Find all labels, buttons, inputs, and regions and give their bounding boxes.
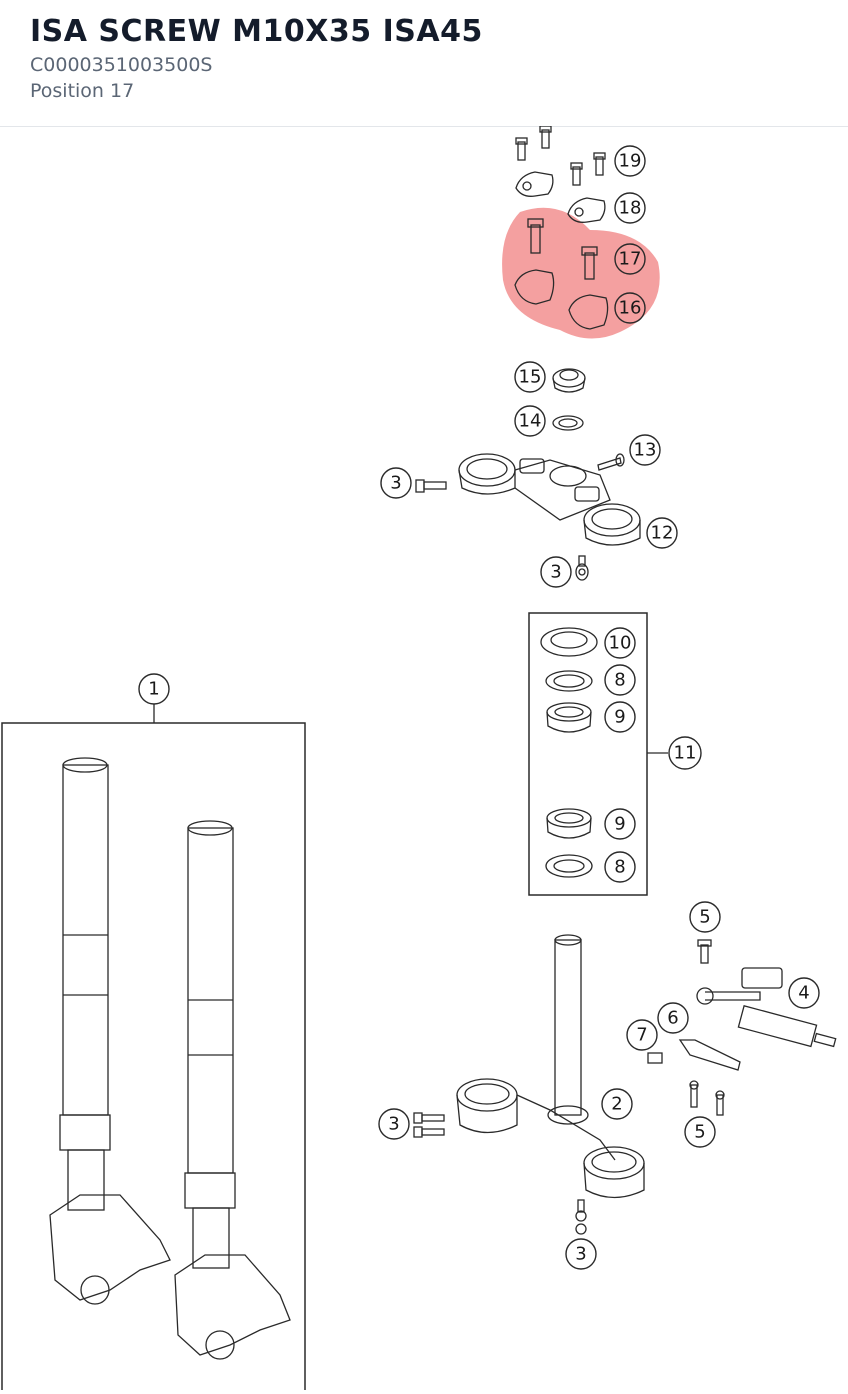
screw-group-19 (515, 125, 606, 186)
callout-label: 2 (611, 1094, 622, 1115)
part-header: ISA SCREW M10X35 ISA45 C0000351003500S P… (0, 0, 848, 127)
callout-label: 9 (614, 707, 625, 728)
callout-3c (378, 1108, 410, 1140)
callout-label: 19 (619, 151, 642, 172)
callout-5a (689, 901, 721, 933)
callout-label: 9 (614, 814, 625, 835)
clamp-base-group-16 (514, 269, 609, 330)
callout-label: 6 (667, 1008, 678, 1029)
fork-leg-right (174, 820, 291, 1360)
callout-16 (614, 292, 646, 324)
highlight-region (502, 207, 660, 339)
screw-group-17 (527, 218, 598, 280)
callout-9b (604, 808, 636, 840)
callout-label: 3 (390, 473, 401, 494)
callout-3b (540, 556, 572, 588)
part-title: ISA SCREW M10X35 ISA45 (30, 14, 483, 49)
callout-14 (514, 405, 546, 437)
lower-triple-clamp-2 (456, 934, 645, 1199)
callout-label: 8 (614, 670, 625, 691)
callout-18 (614, 192, 646, 224)
steering-damper-4 (678, 967, 837, 1071)
callout-10 (604, 627, 636, 659)
bolts-3-below-stem (575, 1199, 587, 1235)
screws-5 (689, 939, 725, 1116)
callout-label: 16 (619, 298, 642, 319)
part-number: C0000351003500S (30, 54, 213, 76)
fork-assembly-box-1 (1, 722, 306, 1390)
bearing-parts (540, 627, 598, 878)
callout-15 (514, 361, 546, 393)
callout-label: 8 (614, 857, 625, 878)
position-label: Position 17 (30, 80, 135, 102)
callout-4 (788, 977, 820, 1009)
screw-3-upper-left (415, 479, 447, 493)
callout-label: 10 (609, 633, 632, 654)
callout-label: 7 (636, 1025, 647, 1046)
callout-1 (138, 673, 170, 705)
callout-label: 14 (519, 411, 542, 432)
callout-label: 18 (619, 198, 642, 219)
callout-label: 3 (575, 1244, 586, 1265)
spacer-7 (647, 1052, 663, 1064)
callout-label: 13 (634, 440, 657, 461)
callout-3d (565, 1238, 597, 1270)
callout-label: 11 (674, 743, 697, 764)
callout-label: 17 (619, 249, 642, 270)
bearing-kit-box-11 (528, 612, 648, 896)
top-nut-15 (552, 368, 586, 393)
washer-14 (552, 415, 584, 431)
callout-label: 3 (388, 1114, 399, 1135)
fork-leg-left (49, 757, 171, 1305)
callout-11 (668, 736, 702, 770)
callout-label: 5 (694, 1122, 705, 1143)
callout-label: 15 (519, 367, 542, 388)
callout-19 (614, 145, 646, 177)
exploded-parts-diagram: 19 18 17 16 15 14 13 3 12 3 10 8 9 11 9 … (0, 125, 848, 1390)
callout-6 (657, 1002, 689, 1034)
bolt-3-under-upper-clamp (575, 555, 589, 581)
callouts (138, 145, 820, 1270)
callout-label: 12 (651, 523, 674, 544)
callout-label: 1 (148, 679, 159, 700)
bolts-3-lower-left (413, 1112, 445, 1138)
callout-label: 3 (550, 562, 561, 583)
callout-9a (604, 701, 636, 733)
callout-8a (604, 664, 636, 696)
screw-13 (597, 453, 625, 471)
callout-5b (684, 1116, 716, 1148)
callout-label: 4 (798, 983, 809, 1004)
callout-label: 5 (699, 907, 710, 928)
upper-triple-clamp-12 (458, 453, 641, 546)
callout-3a (380, 467, 412, 499)
clamp-top-group-18 (515, 171, 606, 223)
callout-12 (646, 517, 678, 549)
callout-7 (626, 1019, 658, 1051)
callout-8b (604, 851, 636, 883)
callout-17 (614, 243, 646, 275)
callout-2 (601, 1088, 633, 1120)
callout-13 (629, 434, 661, 466)
